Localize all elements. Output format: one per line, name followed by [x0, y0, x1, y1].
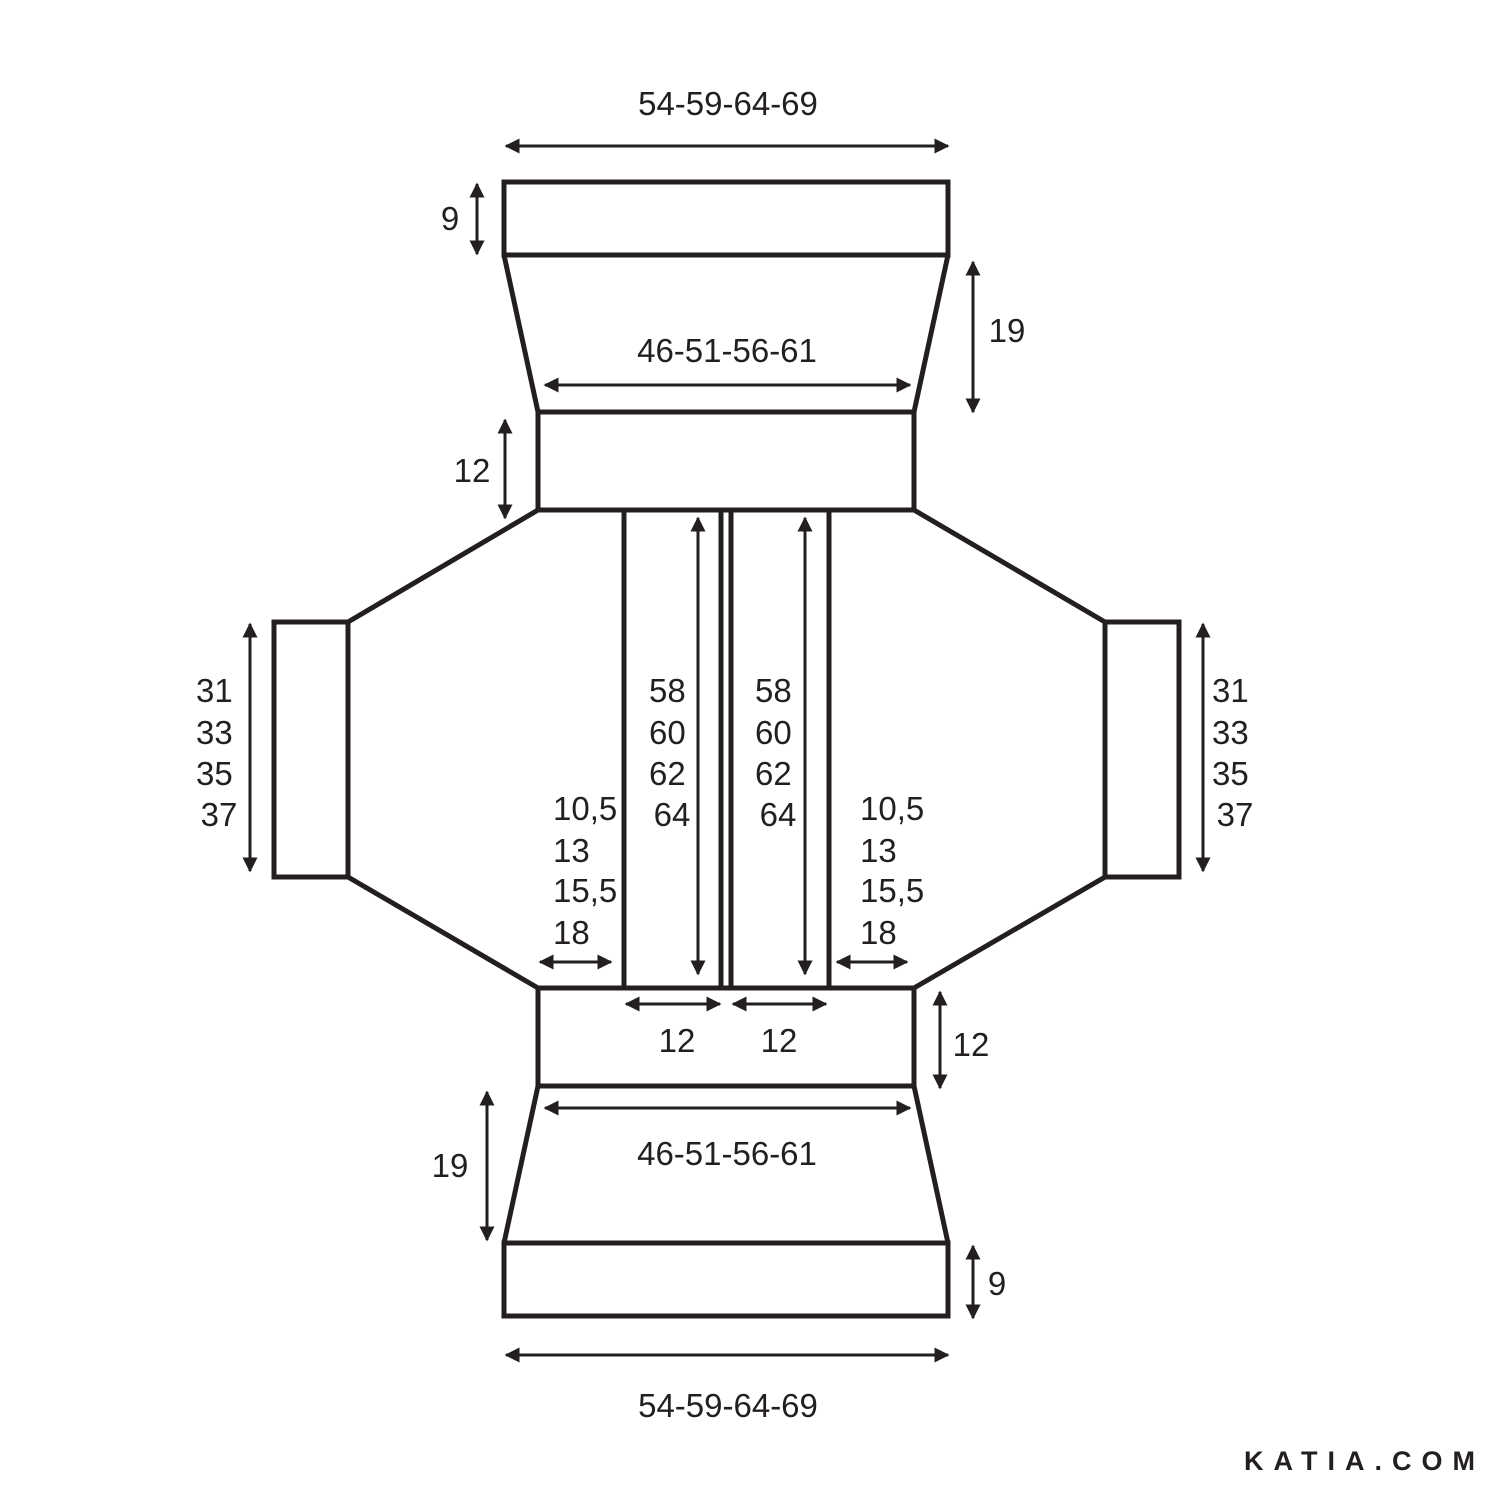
- label-top-inner-width: 46-51-56-61: [637, 332, 817, 369]
- label-sleeve-left: 31 33 35 37: [196, 672, 242, 833]
- front-bands: [621, 510, 832, 988]
- dimension-labels: 54-59-64-69 9 19 46-51-56-61 12 31 33 35…: [196, 85, 1258, 1424]
- label-front-length-right: 58 60 62 64: [755, 672, 801, 833]
- label-sleeve-right: 31 33 35 37: [1212, 672, 1258, 833]
- label-top-yoke: 19: [989, 312, 1026, 349]
- label-front-band-right: 12: [761, 1022, 798, 1059]
- label-side-width-right: 10,5 13 15,5 18: [860, 790, 933, 951]
- garment-outline: [271, 179, 1182, 1319]
- sleeve-cuff-right: [1102, 619, 1182, 880]
- brand-logo: KATIA.COM: [1244, 1446, 1485, 1476]
- label-front-band-left: 12: [659, 1022, 696, 1059]
- label-bottom-rib: 12: [953, 1026, 990, 1063]
- label-top-rib: 12: [454, 452, 491, 489]
- sleeve-cuff-left: [271, 619, 351, 880]
- body-right: [912, 507, 1108, 991]
- label-bottom-inner-width: 46-51-56-61: [637, 1135, 817, 1172]
- label-bottom-band: 9: [988, 1265, 1006, 1302]
- bottom-rib: [535, 985, 917, 1089]
- label-bottom-yoke: 19: [432, 1147, 469, 1184]
- label-side-width-left: 10,5 13 15,5 18: [553, 790, 626, 951]
- top-yoke: [501, 254, 951, 413]
- top-band: [501, 179, 951, 258]
- label-bottom-width: 54-59-64-69: [638, 1387, 818, 1424]
- dimension-arrows: [242, 138, 1211, 1363]
- label-front-length-left: 58 60 62 64: [649, 672, 695, 833]
- label-top-band: 9: [441, 200, 459, 237]
- bottom-yoke: [501, 1085, 951, 1244]
- label-top-width: 54-59-64-69: [638, 85, 818, 122]
- body-left: [345, 507, 540, 991]
- top-rib: [535, 409, 917, 513]
- bottom-band: [501, 1240, 951, 1319]
